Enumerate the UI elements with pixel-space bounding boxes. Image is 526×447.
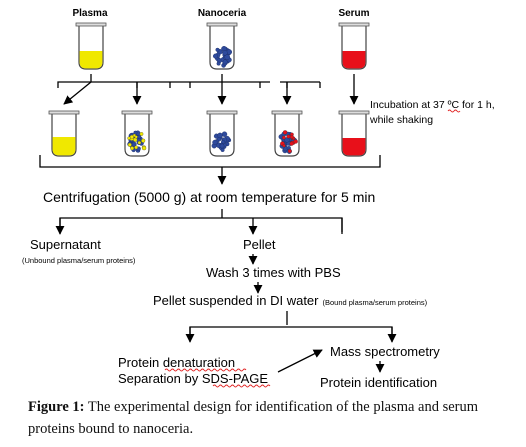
mass-spectrometry-step: Mass spectrometry — [330, 344, 440, 359]
denaturation-step: Protein denaturation — [118, 355, 235, 370]
protein-corona-particle — [282, 143, 286, 148]
spellcheck-underline-sdspage — [212, 384, 271, 388]
protein-corona-particle — [134, 135, 138, 139]
protein-corona-particle — [127, 142, 132, 147]
protein-corona-particle — [141, 145, 147, 151]
nanoceria-particles — [212, 46, 232, 68]
protein-corona-particle — [141, 138, 146, 143]
nanoparticle — [219, 143, 225, 149]
protein-identification-step: Protein identification — [320, 375, 437, 390]
serum-liquid — [342, 51, 366, 69]
sds-page-word: SDS-PAGE — [202, 371, 269, 386]
serum-tube-incubated — [338, 110, 370, 157]
serum-nanoceria-particles — [278, 130, 298, 154]
plasma-nanoceria-particles — [127, 130, 147, 153]
centrifugation-step: Centrifugation (5000 g) at room temperat… — [43, 189, 375, 205]
figure-caption: Figure 1: The experimental design for id… — [28, 396, 520, 440]
spellcheck-underline-denaturation — [164, 368, 247, 372]
nanoceria-tube-top — [206, 22, 238, 70]
protein-corona-particle — [282, 135, 286, 140]
nanoceria-tube-incubated — [206, 110, 238, 157]
nanoparticle — [222, 59, 228, 65]
protein-corona-particle — [293, 139, 298, 144]
spellcheck-underline-celsius — [447, 109, 461, 113]
plasma-nanoceria-tube — [121, 110, 153, 157]
nanoparticle — [220, 147, 225, 152]
protein-corona-particle — [289, 135, 294, 139]
nanoparticle — [221, 131, 228, 137]
nanoparticle — [224, 54, 230, 60]
protein-corona-particle — [139, 132, 144, 136]
separation-step: Separation by SDS-PAGE — [118, 371, 268, 386]
pellet-label: Pellet — [243, 237, 276, 252]
split-bracket — [59, 217, 343, 232]
caption-text: The experimental design for identificati… — [28, 399, 479, 437]
protein-corona-particle — [282, 130, 288, 135]
incubation-text-line2: while shaking — [369, 114, 433, 126]
protein-corona-particle — [134, 145, 138, 150]
incubation-text-line1: Incubation at 37 ºC for 1 h, — [370, 99, 495, 111]
nanoparticle — [222, 50, 228, 56]
arrow-denaturation-to-mass-spec — [277, 349, 323, 373]
protein-corona-particle — [127, 136, 131, 140]
nanoparticle — [216, 61, 221, 66]
protein-corona-particle — [286, 134, 291, 139]
suspension-step: Pellet suspended in DI water(Bound plasm… — [153, 293, 428, 308]
nanoparticle — [212, 53, 218, 59]
caption-label: Figure 1: — [28, 399, 85, 415]
distribution-arrows — [63, 81, 359, 105]
nanoparticle — [212, 139, 218, 146]
protein-corona-particle — [137, 140, 142, 145]
supernatant-note: (Unbound plasma/serum proteins) — [22, 256, 136, 265]
denaturation-word: denaturation — [163, 355, 235, 370]
plasma-tube-top — [75, 22, 107, 70]
plasma-tube-incubated — [48, 110, 80, 157]
nanoceria-label: Nanoceria — [198, 8, 247, 19]
nanoceria-incubated-particles — [211, 131, 232, 152]
protein-corona-particle — [130, 146, 135, 151]
plasma-liquid — [79, 51, 103, 69]
serum-nanoceria-tube — [271, 110, 303, 157]
protein-corona-particle — [287, 149, 292, 154]
nanoparticle — [215, 47, 220, 52]
nanoparticle — [217, 132, 223, 139]
serum-tube-top — [338, 22, 370, 70]
protein-corona-particle — [289, 141, 294, 146]
distribution-lines — [57, 74, 355, 88]
protein-corona-particle — [133, 137, 138, 142]
celsius-unit: ºC — [448, 99, 460, 111]
supernatant-label: Supernatant — [30, 237, 101, 252]
collection-bracket — [39, 155, 381, 168]
plasma-label: Plasma — [72, 8, 107, 19]
serum-label: Serum — [338, 8, 369, 19]
wash-step: Wash 3 times with PBS — [206, 265, 341, 280]
analysis-bracket — [189, 326, 393, 340]
